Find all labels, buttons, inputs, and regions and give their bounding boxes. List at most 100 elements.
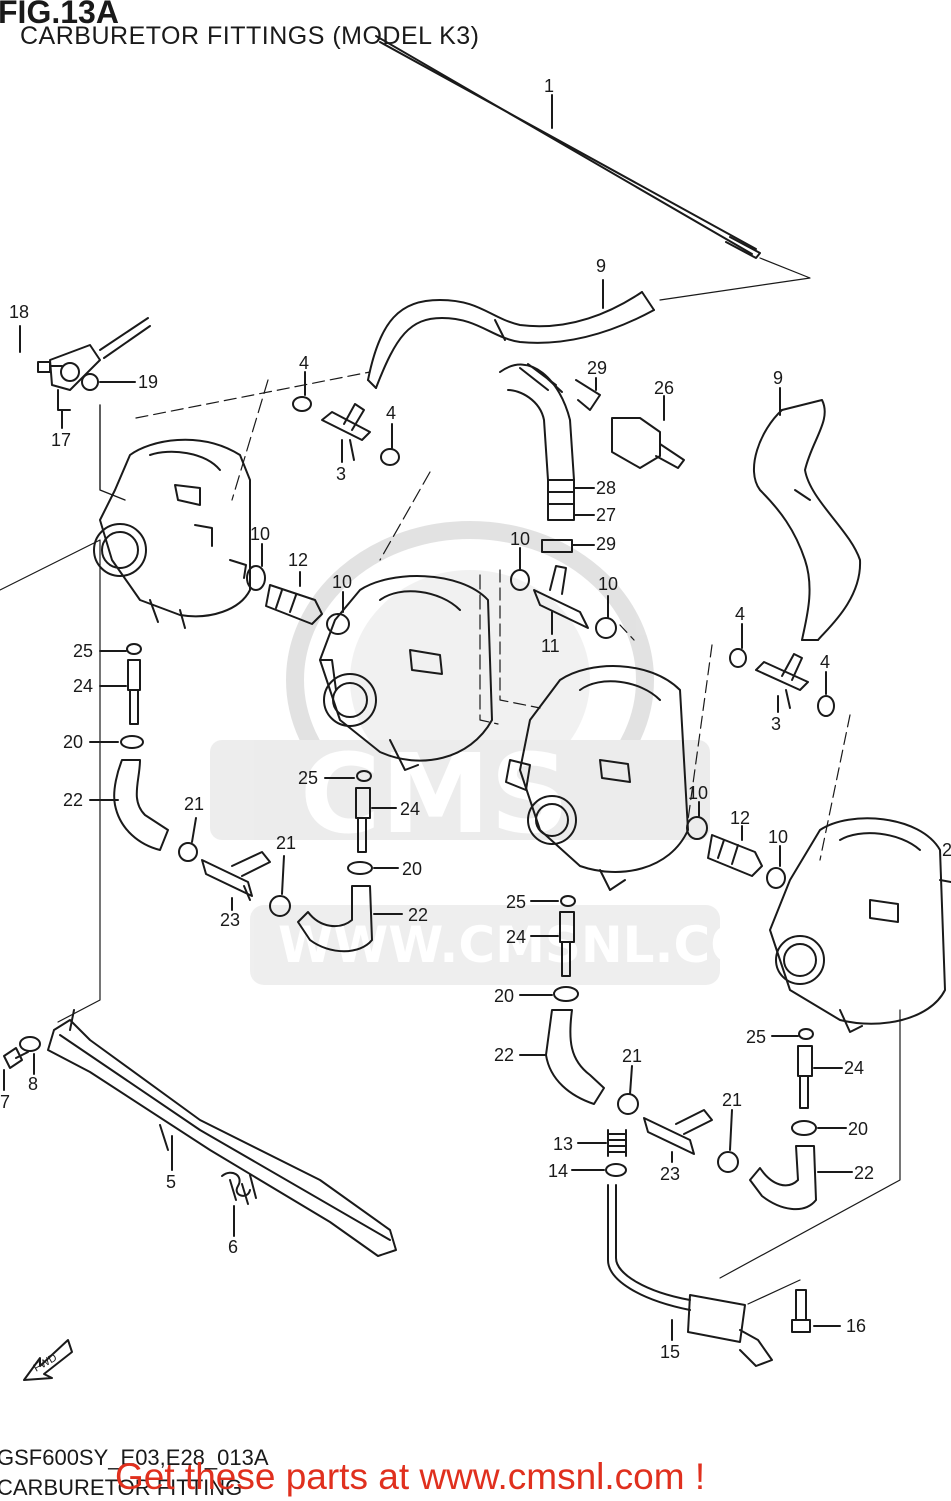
callout-16: 16: [846, 1316, 866, 1336]
part-22-hose-a: [113, 759, 169, 851]
fwd-arrow-icon: [23, 1339, 73, 1381]
dashed-line-1: [135, 371, 371, 419]
part-28-hose: [499, 363, 575, 481]
callout-8: 8: [28, 1074, 38, 1094]
callout-13: 13: [553, 1134, 573, 1154]
dashed-line-2: [231, 379, 269, 501]
part-10-oring-f: [766, 867, 786, 889]
part-4-oring-c: [729, 648, 747, 668]
callout-12: 12: [288, 550, 308, 570]
callout-22: 22: [494, 1045, 514, 1065]
callout-2: 2: [942, 840, 951, 860]
part-23-tee-a: [201, 851, 271, 901]
callout-1: 1: [544, 76, 554, 96]
watermark-url: WWW.CMSNL.COM: [278, 916, 803, 974]
part-13-spring: [607, 1129, 627, 1157]
part-12-joint-b: [707, 834, 763, 877]
get-parts-link[interactable]: Get these parts at www.cmsnl.com !: [115, 1456, 706, 1497]
part-5-rail: [47, 1009, 397, 1257]
callout-3: 3: [336, 464, 346, 484]
part-24-nipple-b: [355, 787, 371, 853]
callout-21: 21: [184, 794, 204, 814]
callout-22: 22: [63, 790, 83, 810]
callout-25: 25: [298, 768, 318, 788]
part-22-hose-c: [545, 1009, 605, 1105]
carburetor-body-1: [93, 438, 251, 629]
part-8-washer: [19, 1036, 41, 1052]
part-3-tee-b: [755, 653, 809, 709]
callout-23: 23: [660, 1164, 680, 1184]
leader-21a: [191, 817, 197, 843]
callout-22: 22: [854, 1163, 874, 1183]
part-25-washer-c: [560, 895, 576, 907]
part-22-hose-b: [297, 885, 373, 953]
callout-6: 6: [228, 1237, 238, 1257]
callout-12: 12: [730, 808, 750, 828]
callout-4: 4: [299, 353, 309, 373]
callout-18: 18: [9, 302, 29, 322]
part-2-stub: [939, 879, 951, 883]
carburetor-body-3: [505, 665, 689, 891]
routing-line-rail: [0, 539, 101, 1023]
part-11-tee: [533, 565, 589, 629]
callout-20: 20: [494, 986, 514, 1006]
callout-10: 10: [250, 524, 270, 544]
part-16-bolt: [791, 1289, 811, 1333]
leader-21b: [281, 855, 285, 895]
dashed-line-5: [499, 569, 541, 709]
part-17-bracket: [49, 317, 151, 411]
callout-3: 3: [771, 714, 781, 734]
part-20-clip-d: [791, 1120, 817, 1136]
figure-number: FIG.13A: [0, 0, 119, 30]
callout-9: 9: [773, 368, 783, 388]
part-20-clip-c: [553, 986, 579, 1002]
part-21-clip-c: [617, 1093, 639, 1115]
callout-4: 4: [820, 652, 830, 672]
callout-15: 15: [660, 1342, 680, 1362]
callout-9: 9: [596, 256, 606, 276]
part-9-hose-upper: [367, 291, 655, 389]
dashed-line-7: [687, 644, 713, 821]
part-4-oring-a: [292, 396, 312, 412]
callout-20: 20: [848, 1119, 868, 1139]
dashed-line-6: [619, 624, 635, 641]
part-24-nipple-a: [127, 659, 141, 725]
dashed-line-4: [479, 574, 499, 725]
part-14-washer: [605, 1163, 627, 1177]
callout-10: 10: [510, 529, 530, 549]
part-10-oring-d: [595, 617, 617, 639]
part-29-clamp-a: [575, 379, 601, 411]
part-9-hose-right: [752, 399, 862, 641]
callout-14: 14: [548, 1161, 568, 1181]
part-12-joint-a: [265, 584, 323, 625]
part-21-clip-b: [269, 895, 291, 917]
callout-10: 10: [598, 574, 618, 594]
part-25-washer-a: [126, 643, 142, 655]
part-10-oring-b: [326, 613, 350, 635]
callout-20: 20: [63, 732, 83, 752]
part-4-oring-d: [817, 695, 835, 717]
callout-10: 10: [332, 572, 352, 592]
callout-27: 27: [596, 505, 616, 525]
part-3-tee-a: [321, 403, 371, 461]
callout-24: 24: [400, 799, 420, 819]
routing-line-left: [99, 404, 126, 501]
cms-watermark: CMS WWW.CMSNL.COM: [210, 521, 803, 985]
callout-4: 4: [735, 604, 745, 624]
diagram-code: GSF600SY_E03,E28_013A: [0, 1445, 269, 1470]
part-10-oring-e: [686, 816, 708, 840]
callout-21: 21: [276, 833, 296, 853]
callout-22: 22: [408, 905, 428, 925]
callout-17: 17: [51, 430, 71, 450]
callout-21: 21: [722, 1090, 742, 1110]
callout-25: 25: [506, 892, 526, 912]
diagram-name: CARBURETOR FITTING: [0, 1475, 243, 1500]
part-6-spring: [221, 1171, 251, 1205]
part-27-hose-end: [547, 479, 575, 521]
callout-5: 5: [166, 1172, 176, 1192]
routing-line-right: [719, 1009, 901, 1279]
part-24-nipple-c: [559, 911, 575, 977]
part-18-screw: [37, 361, 63, 373]
callout-19: 19: [138, 372, 158, 392]
